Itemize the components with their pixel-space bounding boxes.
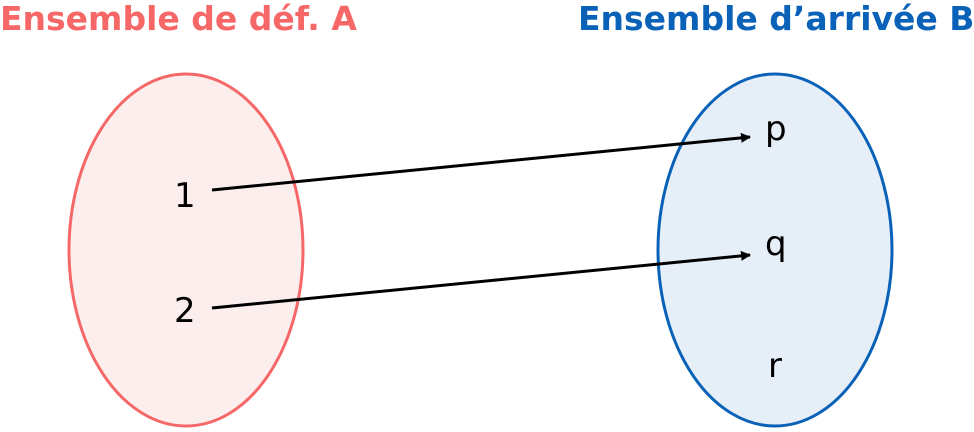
element-2: 2 <box>174 291 196 331</box>
element-q: q <box>765 224 787 264</box>
arrow-2-to-q <box>211 250 751 310</box>
set-b-ellipse <box>656 72 894 428</box>
set-a-title: Ensemble de déf. A <box>0 0 357 38</box>
element-p: p <box>765 109 787 149</box>
element-r: r <box>768 346 782 386</box>
arrow-1-to-p <box>211 132 751 192</box>
set-a-ellipse <box>67 72 305 428</box>
element-1: 1 <box>174 176 196 216</box>
set-b-title: Ensemble d’arrivée B <box>578 0 974 38</box>
